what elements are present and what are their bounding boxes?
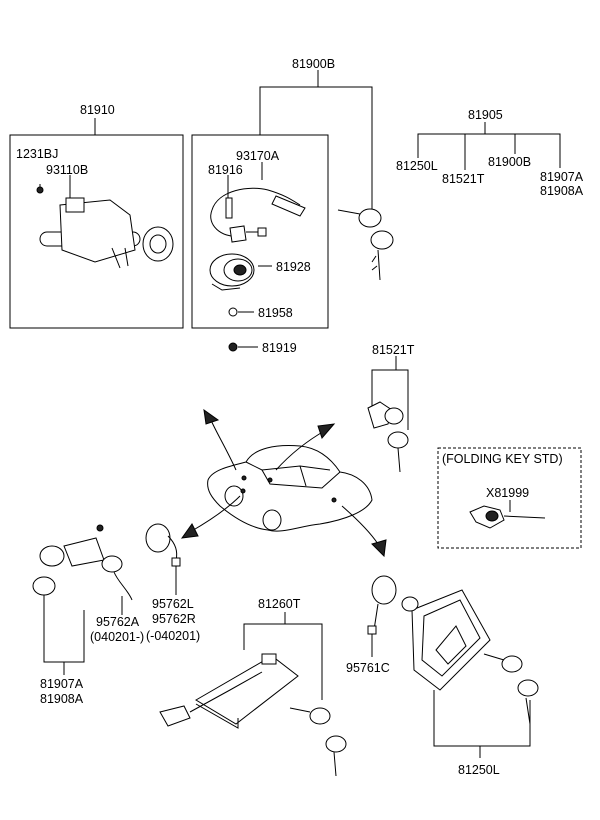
label-040201-end: (-040201) xyxy=(146,629,200,643)
part-labels: 81910 1231BJ 93110B 81900B 93170A 81916 … xyxy=(16,57,584,777)
fuel-lid-lock-icon xyxy=(367,575,539,725)
label-81958: 81958 xyxy=(258,306,293,320)
trunk-lock-icon xyxy=(159,653,347,777)
label-81928: 81928 xyxy=(276,260,311,274)
door-key-cylinder-icon xyxy=(32,524,133,620)
ignition-harness-icon xyxy=(210,187,306,243)
label-93170A: 93170A xyxy=(236,149,280,163)
label-81521T-b: 81521T xyxy=(372,343,415,357)
label-81919: 81919 xyxy=(262,341,297,355)
label-1231BJ: 1231BJ xyxy=(16,147,58,161)
label-81916: 81916 xyxy=(208,163,243,177)
label-93110B: 93110B xyxy=(46,163,88,177)
label-81910: 81910 xyxy=(80,103,115,117)
label-81250L-b: 81250L xyxy=(458,763,500,777)
label-95761C: 95761C xyxy=(346,661,390,675)
box-81910 xyxy=(9,134,184,329)
label-81250L-a: 81250L xyxy=(396,159,438,173)
box-folding-key xyxy=(437,447,582,549)
label-81905: 81905 xyxy=(468,108,503,122)
label-X81999: X81999 xyxy=(486,486,529,500)
key-pair-icon xyxy=(337,208,394,281)
label-folding-key: (FOLDING KEY STD) xyxy=(442,452,563,466)
key-cylinder-icon xyxy=(209,253,255,291)
label-040201-start: (040201-) xyxy=(90,630,144,644)
label-81907A-a: 81907A xyxy=(540,170,584,184)
label-81260T: 81260T xyxy=(258,597,301,611)
label-95762A: 95762A xyxy=(96,615,140,629)
car-icon xyxy=(207,445,373,532)
leader-lines xyxy=(39,70,561,758)
screw-icon xyxy=(228,307,238,352)
connector-icon xyxy=(145,523,181,567)
label-95762L: 95762L xyxy=(152,597,194,611)
label-95762R: 95762R xyxy=(152,612,196,626)
door-lock-key-icon xyxy=(367,401,409,473)
label-81900B-b: 81900B xyxy=(488,155,531,169)
label-81521T-a: 81521T xyxy=(442,172,485,186)
label-81908A-b: 81908A xyxy=(40,692,84,706)
label-81900B-top: 81900B xyxy=(292,57,335,71)
label-81907A-b: 81907A xyxy=(40,677,84,691)
label-81908A-a: 81908A xyxy=(540,184,584,198)
arrows xyxy=(180,408,387,558)
folding-key-icon xyxy=(469,505,546,529)
steering-lock-icon xyxy=(36,186,174,269)
